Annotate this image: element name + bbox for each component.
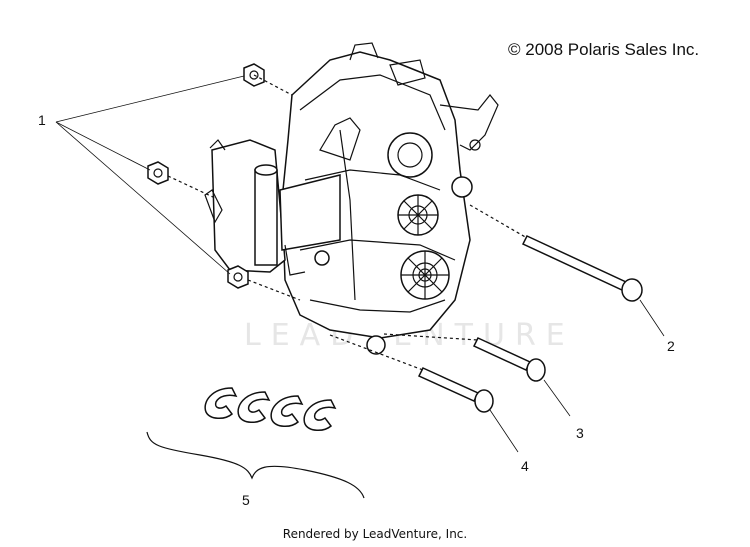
brace-5 [146,431,365,499]
retaining-clips[interactable] [204,387,337,431]
callout-4[interactable]: 4 [521,458,529,474]
copyright-text: © 2008 Polaris Sales Inc. [508,40,700,59]
transmission-assembly[interactable] [281,42,499,355]
flange-nut-middle[interactable] [147,161,169,185]
rendered-by-footer: Rendered by LeadVenture, Inc. [282,527,468,541]
flange-nut-bottom[interactable] [227,265,249,289]
leader-lines [55,74,665,453]
callout-2[interactable]: 2 [667,338,675,354]
callout-3[interactable]: 3 [576,425,584,441]
bolt-2[interactable] [521,235,643,302]
callout-1[interactable]: 1 [38,112,46,128]
bolt-3[interactable] [472,337,546,382]
callout-5[interactable]: 5 [242,492,250,508]
bolt-4[interactable] [417,367,494,413]
left-actuator[interactable] [204,139,341,276]
